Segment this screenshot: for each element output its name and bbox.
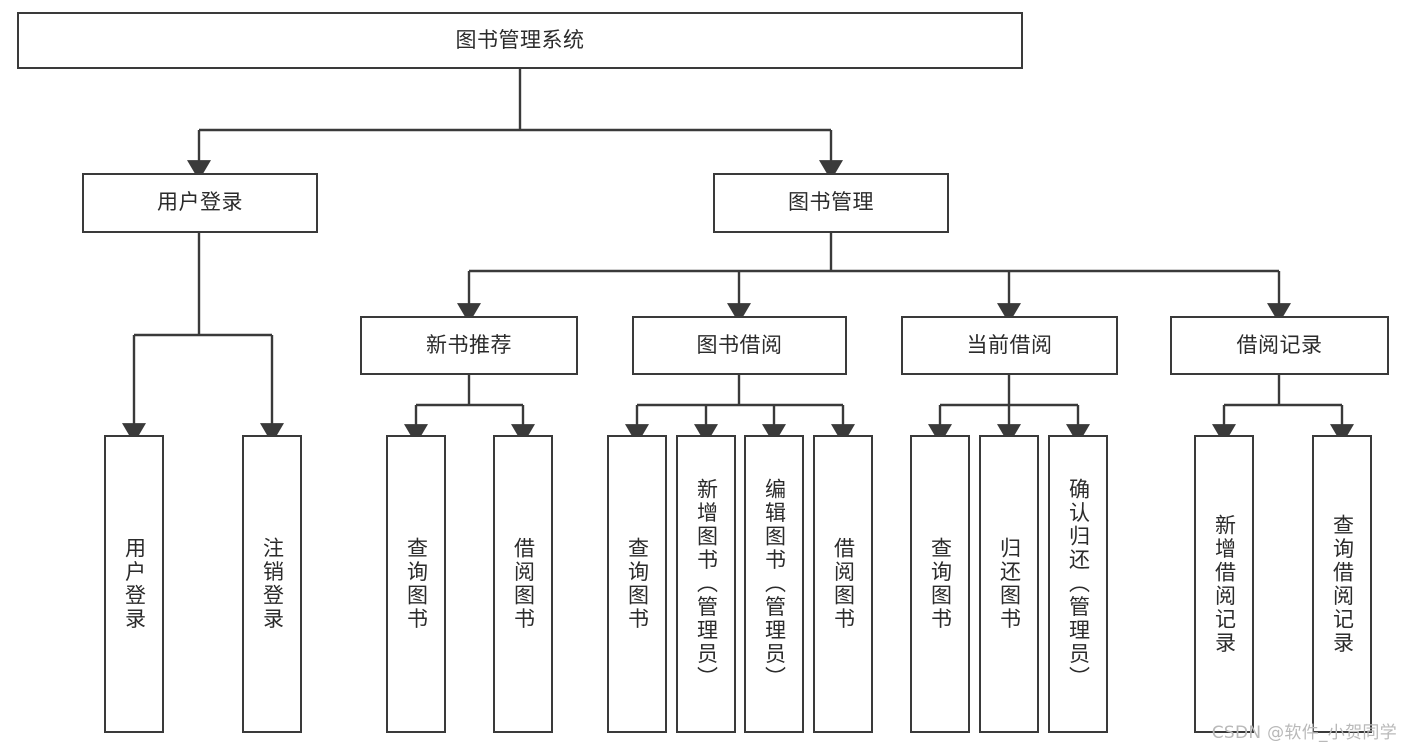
node-label: 归还图书 [997, 537, 1022, 631]
node-label: 图书管理系统 [455, 27, 585, 52]
node-label: 查询图书 [928, 537, 953, 631]
node-label: 查询图书 [625, 537, 650, 631]
node-new-book-recommend[interactable]: 新书推荐 [360, 316, 578, 375]
node-label: 图书借阅 [696, 332, 783, 357]
node-current-borrow[interactable]: 当前借阅 [901, 316, 1118, 375]
leaf-new-book-borrow[interactable]: 借阅图书 [493, 435, 553, 733]
node-label: 借阅图书 [831, 537, 856, 631]
node-label: 注销登录 [260, 537, 285, 631]
node-label: 图书管理 [788, 190, 874, 215]
node-user-login[interactable]: 用户登录 [82, 173, 318, 233]
node-borrow-record[interactable]: 借阅记录 [1170, 316, 1389, 375]
node-label: 查询借阅记录 [1330, 513, 1355, 655]
node-label: 新增图书（管理员） [694, 478, 719, 690]
node-label: 借阅记录 [1236, 332, 1323, 357]
node-label: 用户登录 [122, 537, 147, 631]
node-label: 编辑图书（管理员） [762, 478, 787, 690]
node-label: 新增借阅记录 [1212, 513, 1237, 655]
leaf-current-borrow-query[interactable]: 查询图书 [910, 435, 970, 733]
node-label: 确认归还（管理员） [1066, 478, 1091, 690]
leaf-current-borrow-return[interactable]: 归还图书 [979, 435, 1039, 733]
leaf-book-borrow-edit[interactable]: 编辑图书（管理员） [744, 435, 804, 733]
leaf-borrow-record-add[interactable]: 新增借阅记录 [1194, 435, 1254, 733]
node-label: 借阅图书 [511, 537, 536, 631]
leaf-book-borrow-add[interactable]: 新增图书（管理员） [676, 435, 736, 733]
leaf-borrow-record-query[interactable]: 查询借阅记录 [1312, 435, 1372, 733]
node-root-system[interactable]: 图书管理系统 [17, 12, 1023, 69]
leaf-book-borrow-borrow[interactable]: 借阅图书 [813, 435, 873, 733]
node-label: 当前借阅 [966, 332, 1053, 357]
node-book-manage[interactable]: 图书管理 [713, 173, 949, 233]
node-book-borrow[interactable]: 图书借阅 [632, 316, 847, 375]
node-label: 用户登录 [157, 190, 243, 215]
watermark-csdn: CSDN @软件_小贺同学 [1211, 723, 1397, 743]
leaf-book-borrow-query[interactable]: 查询图书 [607, 435, 667, 733]
leaf-user-login-signin[interactable]: 用户登录 [104, 435, 164, 733]
node-label: 新书推荐 [426, 332, 512, 357]
leaf-new-book-query[interactable]: 查询图书 [386, 435, 446, 733]
leaf-user-login-signout[interactable]: 注销登录 [242, 435, 302, 733]
node-label: 查询图书 [404, 537, 429, 631]
leaf-current-borrow-confirm[interactable]: 确认归还（管理员） [1048, 435, 1108, 733]
